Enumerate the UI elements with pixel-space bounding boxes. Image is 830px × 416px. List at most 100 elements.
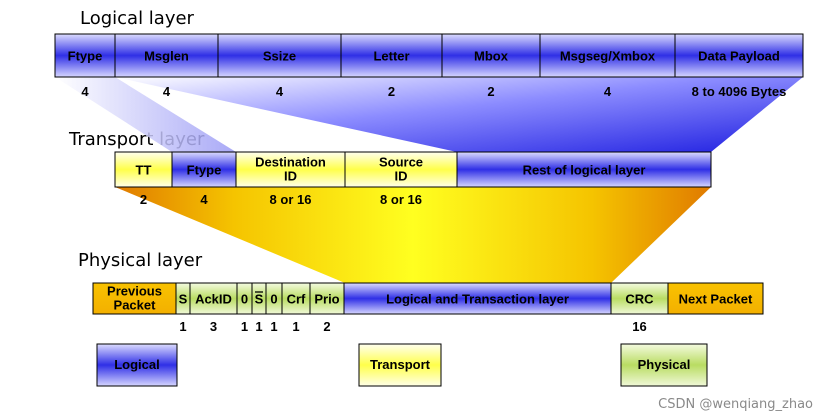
physical-field-label: Prio (314, 292, 339, 307)
legend-transport: Transport (358, 343, 442, 387)
physical-field-label: 0 (241, 292, 248, 307)
logical-size-label: 4 (81, 84, 89, 99)
logical-field-3: Letter (340, 33, 443, 78)
physical-field-9: CRC (610, 282, 669, 315)
physical-field-label: AckID (195, 292, 232, 307)
legend-physical-label: Physical (638, 357, 691, 372)
transport-field-box (171, 151, 237, 188)
logical-size-label: 4 (276, 84, 284, 99)
physical-size-label: 2 (323, 319, 330, 334)
physical-field-box (667, 282, 764, 315)
transport-field-label: ID (395, 169, 408, 184)
transport-size-label: 4 (200, 192, 208, 207)
logical-layer-row: Ftype Msglen Ssize Letter Mbox Msgseg/Xmbox Da… (54, 33, 804, 78)
logical-field-label: Msglen (144, 49, 189, 64)
transport-field-label: Ftype (187, 163, 222, 178)
transport-field-label: Destination (255, 155, 326, 170)
ftype-mapping-funnel (55, 77, 236, 152)
logical-size-row: 4 4 4 2 2 4 8 to 4096 Bytes (81, 84, 786, 99)
logical-field-box (674, 33, 804, 78)
transport-field-box (114, 151, 173, 188)
legend-physical: Physical (620, 343, 708, 387)
physical-size-label: 1 (292, 319, 299, 334)
physical-size-label: 3 (210, 319, 217, 334)
logical-field-0: Ftype (54, 33, 116, 78)
transport-field-box (344, 151, 458, 188)
transport-to-physical-funnel (115, 187, 711, 283)
transport-field-label: TT (136, 163, 152, 178)
transport-field-box (456, 151, 712, 188)
physical-field-label: Logical and Transaction layer (386, 292, 569, 307)
physical-field-7: Prio (309, 282, 345, 315)
physical-field-3: 0 (236, 282, 253, 315)
logical-size-label: 8 to 4096 Bytes (692, 84, 787, 99)
physical-field-6: Crf (281, 282, 311, 315)
transport-size-row: 2 4 8 or 16 8 or 16 (140, 192, 422, 207)
transport-field-4: Rest of logical layer (456, 151, 712, 188)
logical-field-label: Data Payload (698, 49, 780, 64)
legend-logical: Logical (96, 343, 178, 387)
physical-field-label: S (179, 292, 188, 307)
physical-field-label: Crf (287, 292, 306, 307)
physical-layer-title: Physical layer (78, 250, 203, 271)
physical-field-2: AckID (189, 282, 238, 315)
logical-to-transport-funnel (115, 77, 803, 152)
logical-field-2: Ssize (217, 33, 342, 78)
physical-field-label: S (255, 292, 264, 307)
logical-size-label: 2 (388, 84, 395, 99)
physical-field-box (281, 282, 311, 315)
logical-field-label: Letter (373, 49, 409, 64)
transport-size-label: 8 or 16 (380, 192, 422, 207)
physical-size-label: 1 (270, 319, 277, 334)
transport-size-label: 2 (140, 192, 147, 207)
logical-field-label: Ftype (68, 49, 103, 64)
physical-field-8: Logical and Transaction layer (343, 282, 612, 315)
physical-field-5: 0 (265, 282, 283, 315)
transport-field-0: TT (114, 151, 173, 188)
watermark: CSDN @wenqiang_zhao (658, 397, 813, 412)
physical-size-label: 1 (179, 319, 186, 334)
physical-size-label: 1 (241, 319, 248, 334)
physical-field-label: 0 (270, 292, 277, 307)
physical-field-label: Previous (107, 284, 162, 299)
logical-field-label: Msgseg/Xmbox (560, 49, 656, 64)
physical-size-label: 1 (255, 319, 262, 334)
physical-field-box (610, 282, 669, 315)
logical-field-label: Ssize (263, 49, 296, 64)
logical-field-box (114, 33, 219, 78)
physical-field-1: S (175, 282, 191, 315)
transport-field-label: Source (379, 155, 423, 170)
transport-field-1: Ftype (171, 151, 237, 188)
logical-size-label: 4 (604, 84, 612, 99)
physical-size-label: 16 (632, 319, 646, 334)
transport-size-label: 8 or 16 (270, 192, 312, 207)
physical-field-label: CRC (625, 292, 654, 307)
logical-field-4: Mbox (441, 33, 541, 78)
physical-field-box (343, 282, 612, 315)
logical-field-6: Data Payload (674, 33, 804, 78)
logical-size-label: 2 (487, 84, 494, 99)
logical-field-5: Msgseg/Xmbox (539, 33, 676, 78)
logical-field-box (54, 33, 116, 78)
logical-field-1: Msglen (114, 33, 219, 78)
physical-field-box (92, 282, 177, 315)
transport-field-label: Rest of logical layer (523, 163, 646, 178)
transport-field-box (235, 151, 346, 188)
physical-field-10: Next Packet (667, 282, 764, 315)
physical-field-4: S (251, 282, 267, 315)
legend-logical-label: Logical (114, 357, 160, 372)
logical-size-label: 4 (163, 84, 171, 99)
legend-transport-label: Transport (370, 357, 431, 372)
physical-field-box (189, 282, 238, 315)
logical-field-box (441, 33, 541, 78)
logical-field-label: Mbox (474, 49, 509, 64)
transport-field-label: ID (284, 169, 297, 184)
logical-layer-title: Logical layer (80, 8, 195, 29)
